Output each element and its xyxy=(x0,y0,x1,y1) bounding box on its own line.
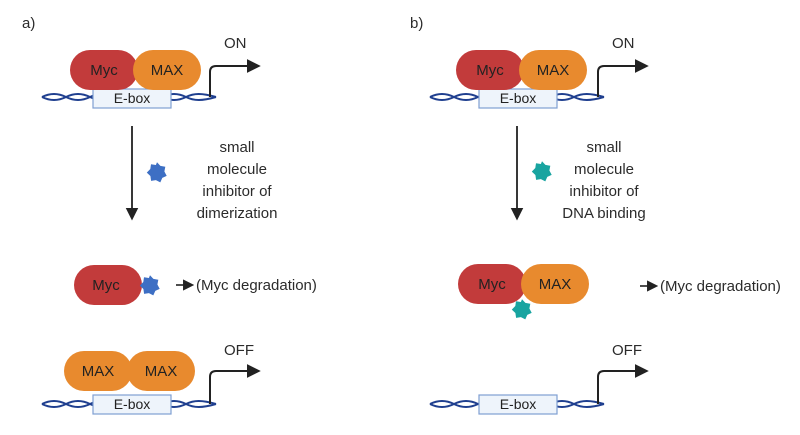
state-off-label: OFF xyxy=(224,342,254,359)
inhibitor-b-line-2: molecule xyxy=(574,161,634,178)
state-on-label: ON xyxy=(612,35,635,52)
max-protein xyxy=(133,50,201,90)
state-on-label: ON xyxy=(224,35,247,52)
e-box xyxy=(92,394,172,415)
myc-protein xyxy=(456,50,524,90)
panel-a-top-complex: E-box Myc MAX ON xyxy=(41,35,261,109)
panel-b-label: b) xyxy=(410,15,423,32)
dna-binding-inhibitor-icon xyxy=(511,299,532,320)
transcription-arrow xyxy=(597,59,649,97)
e-box xyxy=(92,88,172,109)
myc-label: Myc xyxy=(90,62,118,79)
inhibitor-b-line-1: small xyxy=(586,139,621,156)
max-protein xyxy=(64,351,132,391)
state-off-label: OFF xyxy=(612,342,642,359)
max-label: MAX xyxy=(539,276,572,293)
dimerization-inhibitor-icon xyxy=(139,275,160,296)
inhibitor-a-line-4: dimerization xyxy=(197,205,278,222)
panel-b: b) E-box Myc MAX ON small molecule inhib… xyxy=(410,15,781,415)
transcription-arrow xyxy=(209,364,261,404)
myc-protein xyxy=(458,264,526,304)
e-box xyxy=(478,88,558,109)
e-box-label: E-box xyxy=(500,90,537,106)
inhibitor-a-line-2: molecule xyxy=(207,161,267,178)
e-box xyxy=(478,394,558,415)
max-protein xyxy=(521,264,589,304)
panel-b-top-complex: E-box Myc MAX ON xyxy=(429,35,649,109)
degradation-label: (Myc degradation) xyxy=(196,277,317,294)
max-label: MAX xyxy=(145,363,178,380)
inhibitor-b-line-3: inhibitor of xyxy=(569,183,639,200)
panel-a: a) E-box Myc MAX ON small molecule inhib… xyxy=(22,15,317,415)
e-box-label: E-box xyxy=(114,396,151,412)
inhibitor-a-line-3: inhibitor of xyxy=(202,183,272,200)
max-label: MAX xyxy=(82,363,115,380)
myc-label: Myc xyxy=(92,277,120,294)
panel-a-bottom-complex: E-box MAX MAX OFF xyxy=(41,342,261,415)
max-label: MAX xyxy=(151,62,184,79)
e-box-label: E-box xyxy=(500,396,537,412)
panel-b-middle: Myc MAX (Myc degradation) xyxy=(458,264,781,320)
max-label: MAX xyxy=(537,62,570,79)
degradation-label: (Myc degradation) xyxy=(660,278,781,295)
dna-binding-inhibitor-icon xyxy=(531,161,552,182)
e-box-label: E-box xyxy=(114,90,151,106)
panel-b-bottom-complex: E-box OFF xyxy=(429,342,649,415)
dimerization-inhibitor-icon xyxy=(146,162,167,183)
max-protein xyxy=(519,50,587,90)
max-protein xyxy=(127,351,195,391)
transcription-arrow xyxy=(597,364,649,404)
inhibitor-b-line-4: DNA binding xyxy=(562,205,645,222)
myc-label: Myc xyxy=(478,276,506,293)
transcription-arrow xyxy=(209,59,261,97)
inhibitor-a-line-1: small xyxy=(219,139,254,156)
panel-a-middle: Myc (Myc degradation) xyxy=(74,265,317,305)
myc-protein xyxy=(70,50,138,90)
myc-label: Myc xyxy=(476,62,504,79)
panel-a-label: a) xyxy=(22,15,35,32)
myc-protein xyxy=(74,265,142,305)
